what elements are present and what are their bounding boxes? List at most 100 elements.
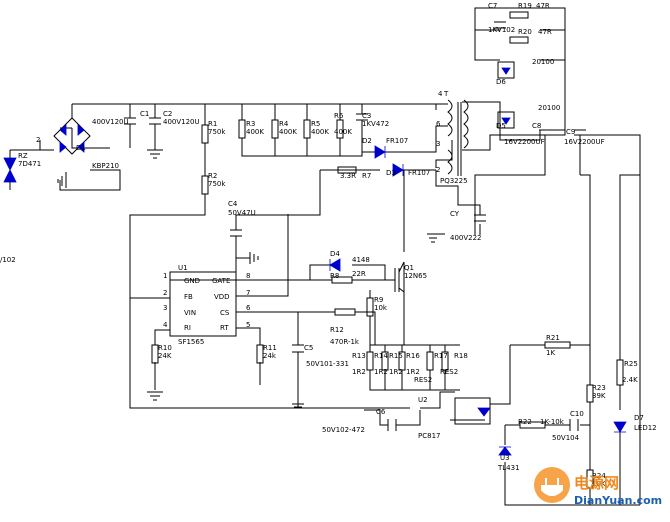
resistors-r1-r6 [201, 113, 368, 195]
label-u2: U2 [418, 396, 428, 404]
label-r1-value: 750k [208, 128, 226, 136]
label-u1-pin8: 8 [246, 272, 250, 280]
label-c2: C2 [163, 110, 172, 118]
label-r13: R13 [352, 352, 366, 360]
label-r25-value: 2.4K [622, 376, 638, 384]
label-r16: R16 [406, 352, 420, 360]
label-t-pin6: 6 [436, 120, 441, 128]
label-u1-pin6: 6 [246, 304, 251, 312]
label-c3-value: 1KV472 [362, 120, 389, 128]
label-d7-value: LED12 [634, 424, 657, 432]
component-labels: RZ 7D471 2 D1 KBP210 /102 C1 400V120U C2… [0, 2, 657, 488]
label-r7-value: 3.3R [340, 172, 356, 180]
label-r4-value: 400K [279, 128, 297, 136]
label-r14-value: 1R2 [374, 368, 388, 376]
label-d4: D4 [330, 250, 340, 258]
label-r14: R14 [374, 352, 388, 360]
label-d5: D5 [496, 122, 506, 130]
label-r17: R17 [434, 352, 448, 360]
ground-symbol [57, 149, 439, 408]
label-cy-value: 400V222 [450, 234, 482, 242]
label-c9-value: 16V2200UF [564, 138, 605, 146]
label-r15: R15 [389, 352, 403, 360]
label-left-edge: /102 [0, 256, 16, 264]
label-r5-value: 400K [311, 128, 329, 136]
label-u3: U3 [500, 454, 510, 462]
diodes-d2-d3 [337, 145, 404, 177]
watermark-brand: 电源网 [574, 474, 619, 492]
label-r24-value: 10K [592, 480, 606, 488]
label-u1-vin: VIN [184, 309, 196, 317]
label-d6: D6 [496, 78, 506, 86]
label-r3-value: 400K [246, 128, 264, 136]
label-r19: R19 [518, 2, 532, 10]
label-c8-value: 16V2200UF [504, 138, 545, 146]
label-r21-value: 1K [546, 349, 555, 357]
label-cy: CY [450, 210, 460, 218]
bridge-rectifier-d1 [53, 117, 91, 155]
label-u1-pin2: 2 [163, 289, 167, 297]
label-c7-value: 1KV102 [488, 26, 515, 34]
label-r7: R7 [362, 172, 371, 180]
label-rz-value: 7D471 [18, 160, 41, 168]
label-d3: D3 [386, 169, 396, 177]
label-r23-value: 39K [592, 392, 606, 400]
label-u1-rt: RT [220, 324, 229, 332]
label-r8-value: 22R [352, 270, 366, 278]
label-t-pin3: 3 [436, 140, 440, 148]
label-c3: C3 [362, 112, 371, 120]
label-c7: C7 [488, 2, 497, 10]
label-r9: R9 [374, 296, 383, 304]
label-d7: D7 [634, 414, 644, 422]
sense-resistors [151, 344, 449, 371]
label-node-2: 2 [36, 136, 40, 144]
label-r2: R2 [208, 172, 217, 180]
label-u1-ri: RI [184, 324, 191, 332]
label-q1: Q1 [404, 264, 414, 272]
label-c1-value: 400V120U [92, 118, 129, 126]
label-r11: R11 [263, 344, 277, 352]
label-d3-value: FR107 [408, 169, 430, 177]
label-t: T [443, 90, 449, 98]
label-d4-value: 4148 [352, 256, 370, 264]
label-u3-value: TL431 [497, 464, 520, 472]
label-r4: R4 [279, 120, 289, 128]
label-u1-pin5: 5 [246, 321, 250, 329]
label-r3: R3 [246, 120, 255, 128]
label-c4: C4 [228, 200, 238, 208]
transformer-t [447, 99, 469, 176]
label-d5-value: 20100 [538, 104, 560, 112]
label-t-pin4: 4 [438, 90, 443, 98]
label-u1-vdd: VDD [214, 293, 230, 301]
label-r8: R8 [330, 272, 339, 280]
label-c1: C1 [140, 110, 149, 118]
label-u2-value: PC817 [418, 432, 440, 440]
label-r22: R22 [518, 418, 532, 426]
varistor-rz [3, 150, 17, 190]
label-r2-value: 750k [208, 180, 226, 188]
label-r21: R21 [546, 334, 560, 342]
watermark: 电源网 DianYuan.com [534, 467, 662, 507]
label-r19-value: 47R [536, 2, 550, 10]
label-r17-value: RES2 [414, 376, 432, 384]
wiring [9, 7, 641, 506]
label-c4-value: 50V47U [228, 209, 256, 217]
label-c6-value: 50V102-472 [322, 426, 365, 434]
label-pq: PQ3225 [440, 177, 468, 185]
label-c6: C6 [376, 408, 386, 416]
label-c9: C9 [566, 128, 575, 136]
label-c5: C5 [304, 344, 313, 352]
label-kbp: KBP210 [92, 162, 119, 170]
label-c8: C8 [532, 122, 541, 130]
label-u1-pin7: 7 [246, 289, 250, 297]
label-u1-pin1: 1 [163, 272, 167, 280]
ic-u1 [169, 271, 237, 337]
label-r1: R1 [208, 120, 217, 128]
label-r15-value: 1R2 [389, 368, 403, 376]
label-u1-pin4: 4 [163, 321, 168, 329]
label-r20: R20 [518, 28, 532, 36]
label-r10-value: 24K [158, 352, 172, 360]
label-r22-value: 1K-10k [540, 418, 565, 426]
label-r18: R18 [454, 352, 468, 360]
